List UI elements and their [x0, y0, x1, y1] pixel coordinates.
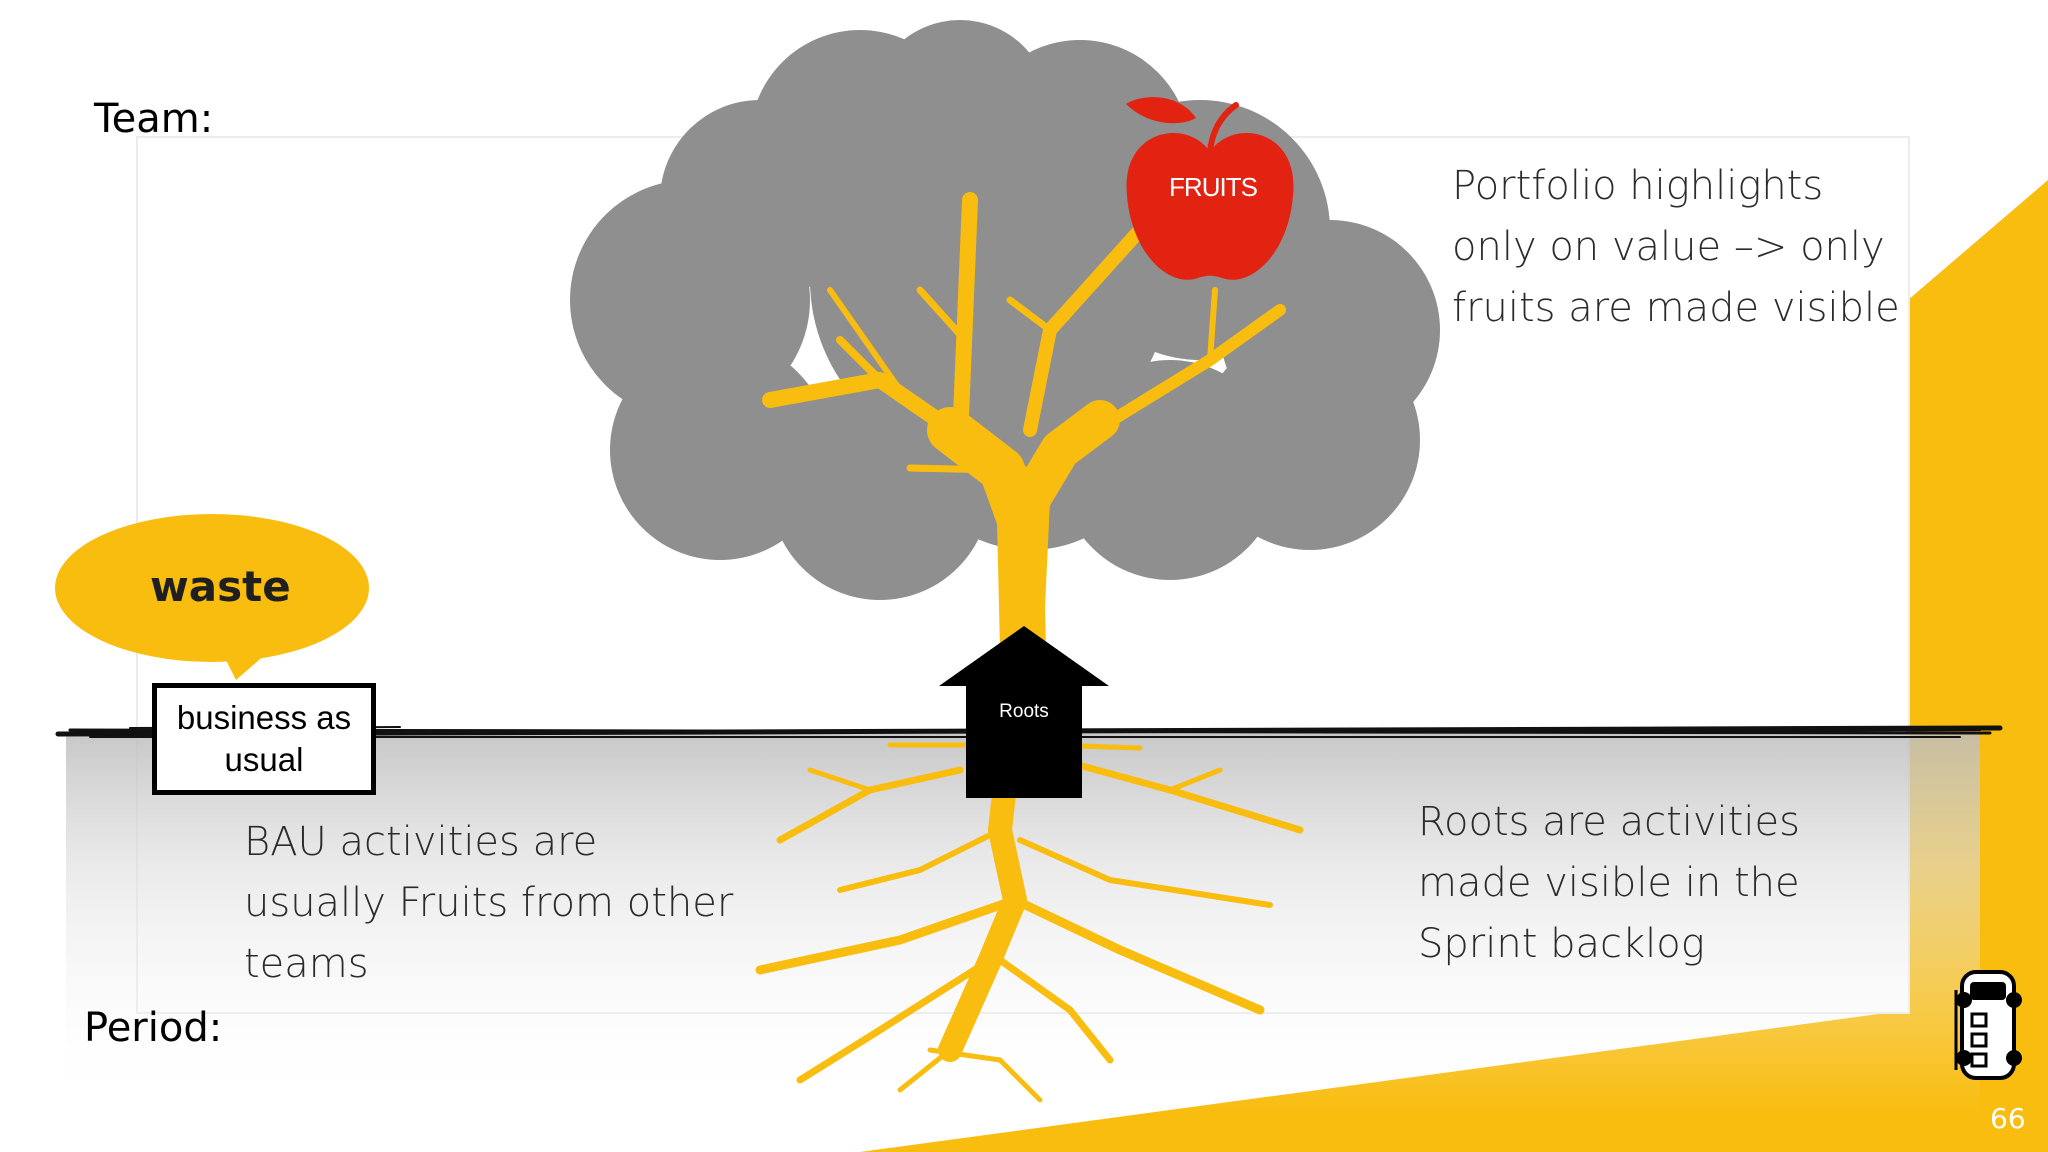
business-as-usual-box: business as usual — [152, 683, 376, 795]
van-icon — [1954, 970, 2022, 1080]
waste-speech-bubble — [55, 514, 369, 680]
fruits-label: FRUITS — [1169, 172, 1258, 202]
waste-label: waste — [150, 562, 291, 611]
team-label: Team: — [94, 96, 214, 142]
roots-description-text: Roots are activities made visible in the… — [1418, 799, 1800, 967]
roots-arrow-label: Roots — [999, 701, 1049, 722]
bau-description-text: BAU activities are usually Fruits from o… — [244, 819, 734, 987]
page-number: 66 — [1990, 1102, 2026, 1135]
portfolio-text: Portfolio highlights only on value –> on… — [1452, 163, 1900, 331]
roots-up-arrow — [939, 626, 1109, 798]
tree-trunk — [762, 192, 1286, 673]
period-label: Period: — [84, 1005, 223, 1051]
apple-icon — [1126, 97, 1294, 280]
tree-roots — [755, 728, 1304, 1103]
